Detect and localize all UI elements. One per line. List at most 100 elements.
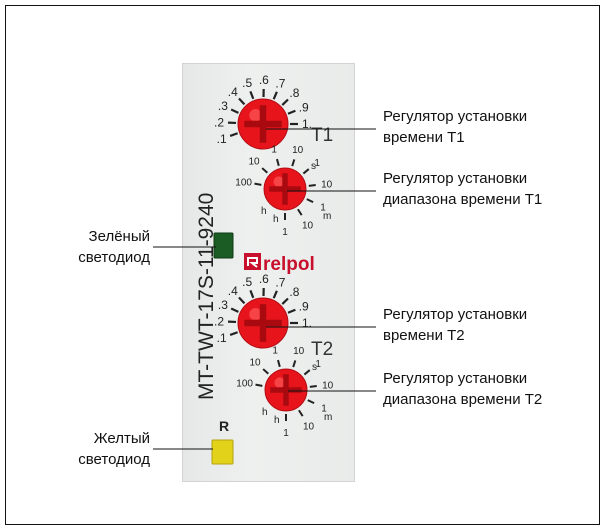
callout-t1-range-line1: Регулятор установки: [383, 170, 528, 187]
green-led: [213, 232, 234, 259]
led-r-letter: R: [219, 418, 229, 434]
t1-range-unit-label: h: [261, 206, 267, 217]
t2-range-tick: [292, 360, 297, 368]
t1-time-scale-label: .9: [299, 100, 309, 114]
t1-range-tick: [297, 208, 303, 216]
callout-green-led-line1: Зелёный: [88, 228, 150, 245]
callout-t1-regulator: Регулятор установки времени T1: [383, 106, 527, 148]
t2-time-scale-label: .3: [218, 298, 228, 312]
t2-range-tick: [298, 409, 304, 417]
t2-time-scale-label: .6: [259, 272, 269, 286]
t2-range-tick: [255, 383, 263, 387]
t1-range-tick: [261, 167, 268, 174]
t1-range-scale-label: 1: [271, 144, 277, 155]
t1-range-scale-label: 100: [235, 178, 252, 189]
t2-time-scale-label: .1: [217, 331, 227, 345]
model-number: MT-TWT-17S-11-9240: [195, 193, 218, 400]
callout-t2-range-line2: диапазона времени T2: [383, 391, 543, 408]
t2-range-scale-label: 10: [303, 421, 315, 432]
t1-time-scale-label: .2: [214, 115, 224, 129]
t1-time-tick: [230, 108, 239, 114]
t2-range-tick: [262, 368, 269, 375]
callout-yellow-led-line1: Желтый: [93, 430, 150, 447]
t1-time-scale-label: .5: [242, 76, 252, 90]
t1-time-scale-label: .1: [217, 132, 227, 146]
callout-t1-regulator-line1: Регулятор установки: [383, 108, 528, 125]
callout-t2-regulator: Регулятор установки времени T2: [383, 304, 527, 346]
t1-range-scale-label: 1: [314, 158, 320, 169]
t2-time-scale-label: .4: [228, 284, 238, 298]
t2-time-tick: [229, 331, 239, 337]
t2-time-tick: [281, 297, 289, 305]
t1-time-knob-highlight: [249, 109, 262, 122]
t1-range-scale-label: 1: [320, 203, 326, 214]
t2-range-scale-label: 10: [322, 381, 334, 392]
t1-time-tick: [287, 109, 296, 115]
yellow-led: [211, 439, 234, 465]
callout-t1-range: Регулятор установки диапазона времени T1: [383, 168, 542, 210]
t1-range-tick: [308, 183, 316, 187]
t2-time-scale-label: .7: [275, 276, 285, 290]
t2-range-scale-label: 10: [293, 346, 305, 357]
knob-t1-label: T1: [311, 125, 333, 146]
t2-range-scale-label: 1: [272, 345, 278, 356]
t2-time-tick: [230, 307, 239, 313]
t1-time-knob-slot-horizontal: [244, 120, 282, 128]
relpol-logo-mark: [244, 253, 261, 270]
diagram-frame: [5, 5, 600, 525]
t2-time-tick: [287, 308, 296, 314]
t1-time-tick: [281, 98, 289, 106]
t2-range-unit-label: s: [312, 362, 317, 373]
t2-time-scale-label: .5: [242, 275, 252, 289]
t2-time-tick: [272, 290, 278, 299]
t2-range-tick: [309, 384, 317, 388]
t2-range-scale-label: 10: [249, 358, 261, 369]
t1-range-scale-label: 10: [321, 180, 333, 191]
t2-range-scale-label: 1: [321, 404, 327, 415]
t1-time-scale-label: .8: [289, 86, 299, 100]
callout-t1-regulator-line2: времени T1: [383, 129, 465, 146]
t1-range-scale-label: 10: [302, 220, 314, 231]
t1-time-scale-label: .4: [228, 85, 238, 99]
t2-range-unit-label: m: [324, 412, 332, 423]
t2-range-unit-label: h: [262, 407, 268, 418]
t1-range-tick: [302, 168, 310, 175]
t2-time-knob-highlight: [249, 308, 262, 321]
t2-time-tick: [249, 289, 255, 299]
t2-range-knob-slot-horizontal: [270, 387, 302, 393]
t1-time-tick: [238, 97, 246, 106]
t1-time-scale-label: .6: [259, 73, 269, 87]
t1-range-unit-label: h: [273, 214, 279, 225]
t1-time-scale-label: .7: [275, 77, 285, 91]
t2-time-scale-label: 1.: [302, 316, 312, 330]
t1-range-tick: [291, 159, 296, 167]
t1-time-tick: [249, 90, 255, 100]
relpol-logo: relpol: [244, 253, 315, 275]
t2-range-knob-highlight: [274, 377, 285, 388]
t1-range-scale-label: 1: [282, 227, 288, 238]
callout-yellow-led-line2: светодиод: [78, 451, 150, 468]
t2-time-tick: [238, 296, 246, 305]
t2-range-scale-label: 1: [283, 428, 289, 439]
t2-range-tick: [307, 399, 315, 405]
knob-t2-label: T2: [311, 339, 333, 360]
t1-range-knob-slot-horizontal: [269, 186, 301, 192]
t1-range-knob-highlight: [273, 176, 284, 187]
t2-range-tick: [277, 359, 281, 368]
callout-t1-range-line2: диапазона времени T1: [383, 191, 543, 208]
callout-t2-regulator-line1: Регулятор установки: [383, 306, 528, 323]
t2-time-scale-label: .2: [214, 314, 224, 328]
t2-range-scale-label: 100: [236, 379, 253, 390]
t1-range-unit-label: s: [311, 161, 316, 172]
t2-range-tick: [303, 369, 311, 376]
t2-range-scale-label: 1: [315, 359, 321, 370]
callout-t2-range-line1: Регулятор установки: [383, 370, 528, 387]
t2-time-knob-slot-horizontal: [244, 319, 282, 327]
leader-lines: [153, 128, 376, 450]
t2-time-scale-label: .8: [289, 285, 299, 299]
callout-t2-range: Регулятор установки диапазона времени T2: [383, 368, 542, 410]
callout-green-led-line2: светодиод: [78, 249, 150, 266]
callout-yellow-led: Желтый светодиод: [58, 428, 150, 470]
t1-time-tick: [229, 132, 239, 138]
